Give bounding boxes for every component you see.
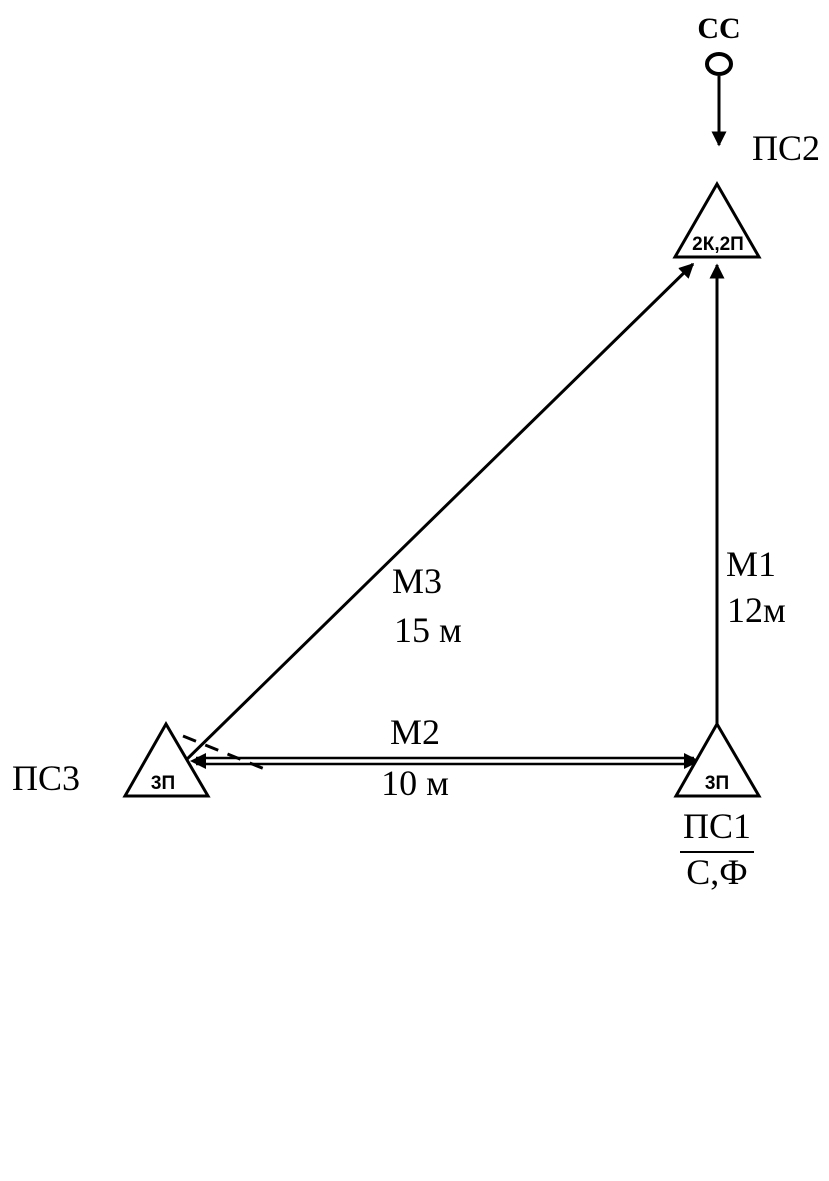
- node-ps3-mark: 3П: [151, 773, 175, 794]
- edge-m2-arrow-left-icon: [190, 753, 206, 769]
- edge-m3: [179, 262, 695, 767]
- node-ps2-name: ПС2: [752, 128, 820, 168]
- edge-m2-arrow-right-icon: [684, 753, 700, 769]
- break-mark: [182, 734, 273, 774]
- source-label: СС: [697, 12, 740, 45]
- edge-m3-name: М3: [392, 561, 442, 601]
- edge-m3-length: 15 м: [394, 610, 462, 650]
- node-ps1-name: ПС1: [683, 806, 751, 846]
- edge-m2-name: М2: [390, 712, 440, 752]
- node-ps1-triangle-icon: [673, 720, 762, 798]
- node-ps3-name: ПС3: [12, 758, 80, 798]
- node-ps3-triangle-icon: [122, 720, 211, 798]
- node-ps2-mark: 2К,2П: [692, 234, 744, 255]
- edge-m1-name: М1: [726, 544, 776, 584]
- node-ps1-mark: 3П: [705, 773, 729, 794]
- node-ps1-sublabel: С,Ф: [686, 852, 747, 892]
- edge-m1-length: 12м: [727, 590, 786, 630]
- source-circle-icon: [705, 52, 733, 76]
- node-ps2-triangle-icon: [672, 180, 762, 259]
- edge-m2-length: 10 м: [381, 763, 449, 803]
